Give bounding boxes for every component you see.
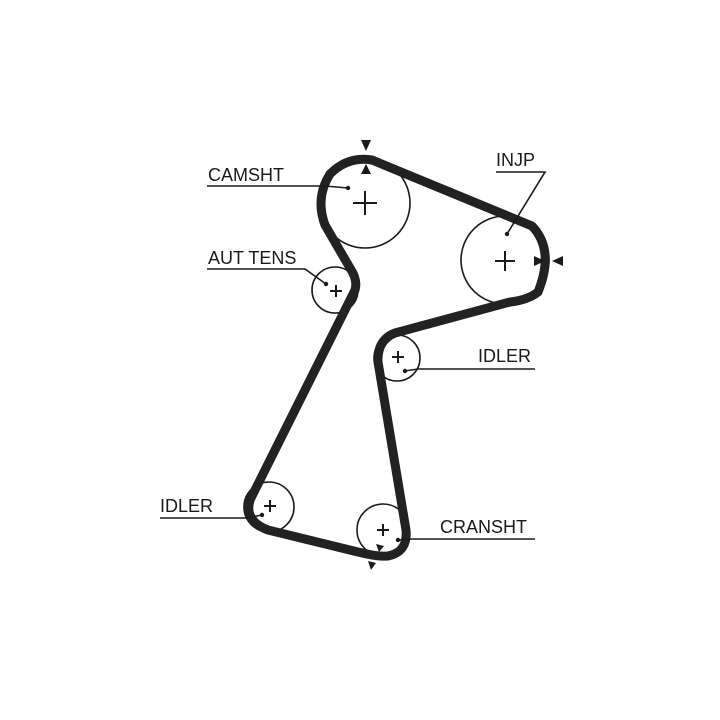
crankshaft-timing-mark-outer-icon [368,561,376,570]
camshaft-leader [207,185,349,189]
idler-left-leader [160,514,263,519]
timing-belt [244,154,550,561]
injection-pump-timing-mark-inner-icon [534,256,545,266]
idler-left-center-icon [264,500,276,512]
camshaft-timing-mark-top-icon [361,140,371,151]
crankshaft-label: CRANSHT [440,517,527,537]
camshaft-center-icon [353,191,377,215]
center-crosses [264,191,515,536]
crankshaft-leader [397,538,535,541]
timing-marks [361,140,563,570]
injection-pump-center-icon [495,251,515,271]
labels: CAMSHT INJP AUT TENS IDLER IDLER CRANSHT [160,150,535,537]
idler-left-label: IDLER [160,496,213,516]
auto-tensioner-center-icon [330,285,342,297]
injection-pump-leader [496,171,547,235]
injection-pump-label: INJP [496,150,535,170]
auto-tensioner-label: AUT TENS [208,248,296,268]
idler-right-center-icon [392,351,404,363]
injection-pump-timing-mark-outer-icon [552,256,563,266]
camshaft-timing-mark-inner-icon [361,164,371,174]
auto-tensioner-leader [207,268,327,285]
crankshaft-timing-mark-inner-icon [376,544,384,552]
crankshaft-center-icon [377,524,389,536]
leader-lines [160,171,547,543]
idler-right-leader [404,368,535,372]
idler-right-label: IDLER [478,346,531,366]
camshaft-label: CAMSHT [208,165,284,185]
